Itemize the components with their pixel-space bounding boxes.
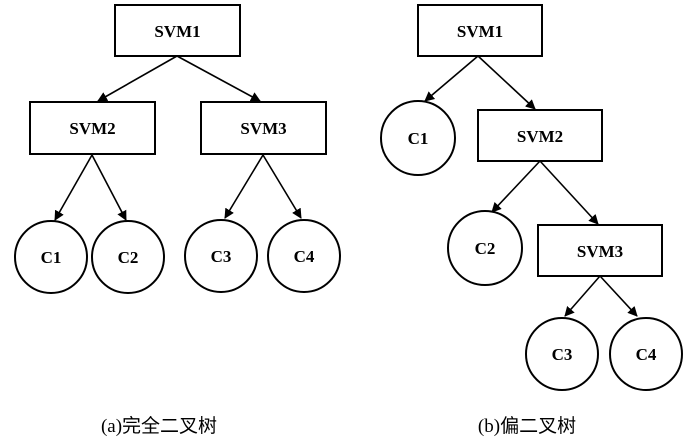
node-b-svm3: SVM3 — [537, 224, 663, 277]
node-b-svm2: SVM2 — [477, 109, 603, 162]
node-a-svm3-label: SVM3 — [240, 119, 286, 138]
edge-b-svm1-svm2 — [477, 55, 536, 110]
edge-b-svm2-c2 — [491, 160, 541, 213]
node-b-svm3-label: SVM3 — [577, 242, 623, 261]
node-b-c3-label: C3 — [552, 345, 573, 364]
edge-a-svm2-c1 — [54, 154, 93, 221]
node-b-c1: C1 — [380, 100, 456, 176]
node-a-c1: C1 — [14, 220, 88, 294]
node-a-c3-label: C3 — [211, 247, 232, 266]
node-b-svm2-label: SVM2 — [517, 127, 563, 146]
node-b-c2-label: C2 — [475, 239, 496, 258]
edge-a-svm1-svm2 — [97, 55, 178, 102]
node-b-c4-label: C4 — [636, 345, 657, 364]
edge-b-svm1-c1 — [424, 55, 479, 102]
node-b-svm1-label: SVM1 — [457, 22, 503, 41]
tree-b: SVM1 C1 SVM2 C2 SVM3 C3 C4 (b)偏二叉树 — [380, 4, 683, 437]
edge-a-svm3-c4 — [262, 154, 302, 219]
node-a-svm1: SVM1 — [114, 4, 241, 57]
edge-a-svm2-c2 — [91, 154, 127, 221]
tree-a: SVM1 SVM2 SVM3 C1 C2 C3 C4 (a)完全二叉树 — [14, 4, 341, 437]
node-a-svm2-label: SVM2 — [69, 119, 115, 138]
node-b-c3: C3 — [525, 317, 599, 391]
node-a-c2-label: C2 — [118, 248, 139, 267]
caption-a: (a)完全二叉树 — [101, 415, 217, 437]
node-a-c3: C3 — [184, 219, 258, 293]
node-b-c1-label: C1 — [408, 129, 429, 148]
node-a-svm2: SVM2 — [29, 101, 156, 155]
edge-b-svm3-c4 — [599, 275, 638, 317]
node-a-c4-label: C4 — [294, 247, 315, 266]
edge-b-svm3-c3 — [564, 275, 601, 317]
node-b-c4: C4 — [609, 317, 683, 391]
node-b-c2: C2 — [447, 210, 523, 286]
edge-a-svm1-svm3 — [176, 55, 261, 102]
node-b-svm1: SVM1 — [417, 4, 543, 57]
node-a-svm1-label: SVM1 — [154, 22, 200, 41]
caption-b: (b)偏二叉树 — [478, 415, 576, 437]
edge-a-svm3-c3 — [224, 154, 264, 219]
node-a-c2: C2 — [91, 220, 165, 294]
edge-b-svm2-svm3 — [539, 160, 599, 225]
node-a-svm3: SVM3 — [200, 101, 327, 155]
node-a-c4: C4 — [267, 219, 341, 293]
node-a-c1-label: C1 — [41, 248, 62, 267]
